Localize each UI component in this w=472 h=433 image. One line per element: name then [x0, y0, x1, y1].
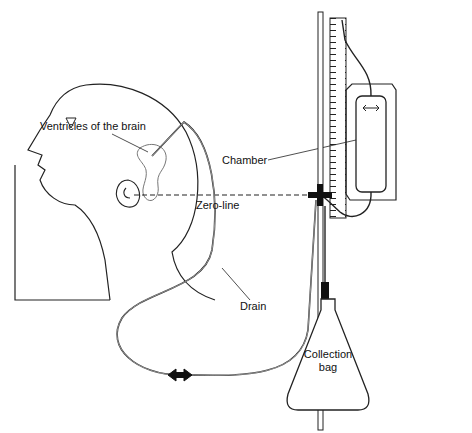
- part-label: Chamber: [222, 154, 267, 167]
- head-outline: [28, 84, 215, 300]
- bag-shape: [287, 299, 369, 410]
- node-text: Collection bag: [296, 348, 360, 374]
- adjust-arrow: [363, 105, 379, 111]
- drain-tube: [117, 122, 316, 375]
- tube-clamp: [168, 369, 192, 381]
- leader-line: [222, 268, 250, 300]
- part-label: Ventricles of the brain: [40, 120, 146, 133]
- drain-tube: [117, 122, 316, 375]
- stopcock: [317, 184, 323, 206]
- chamber: [356, 96, 386, 192]
- leader-line: [112, 134, 148, 152]
- tube-clamp: [174, 372, 186, 378]
- bag-connector: [321, 282, 329, 300]
- scale-ruler: [330, 18, 346, 218]
- collection-bag: Collection bag: [283, 298, 373, 412]
- zero-line: [134, 194, 318, 195]
- part-label: Drain: [240, 300, 266, 313]
- part-label: Zero-line: [196, 199, 239, 212]
- chamber-tube: [342, 20, 371, 96]
- ear: [116, 180, 139, 207]
- chamber-holder: [346, 84, 396, 200]
- ventricles-shape: [137, 144, 166, 200]
- body-outline: [15, 165, 110, 300]
